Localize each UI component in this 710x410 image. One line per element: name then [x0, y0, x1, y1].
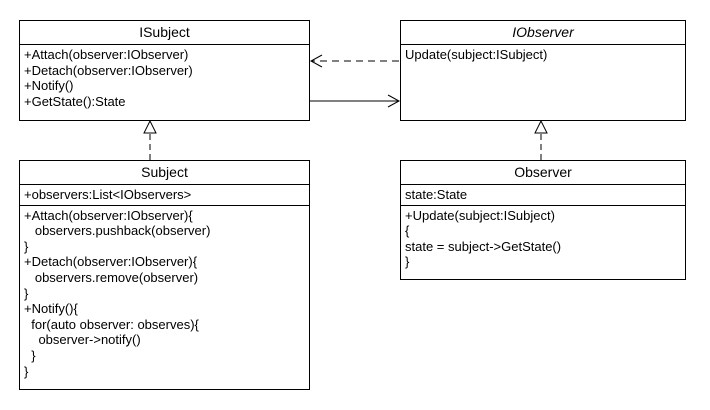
operation: state = subject->GetState() — [405, 238, 562, 254]
operation: +Update(subject:ISubject) — [405, 207, 555, 223]
operation: observer->notify() — [24, 332, 141, 348]
subject-realizes-isubject-arrow — [143, 119, 157, 160]
observer-class-name: Observer — [401, 161, 685, 185]
subject-attributes: +observers:List<IObservers> — [20, 185, 309, 206]
observer-class-box: Observer state:State +Update(subject:ISu… — [400, 160, 686, 280]
operation: } — [24, 347, 36, 363]
iobserver-class-name: IObserver — [401, 21, 685, 45]
subject-class-box: Subject +observers:List<IObservers> +Att… — [19, 160, 310, 390]
operation: +Attach(observer:IObserver) — [24, 47, 189, 62]
isubject-to-iobserver-arrow — [310, 94, 401, 108]
isubject-class-name: ISubject — [20, 21, 309, 45]
operation: observers.remove(observer) — [24, 269, 199, 285]
attribute: state:State — [405, 187, 468, 202]
iobserver-depends-on-isubject-arrow — [309, 54, 399, 68]
operation: +Attach(observer:IObserver){ — [24, 207, 193, 223]
operation: +Notify() — [24, 78, 74, 94]
operation: } — [405, 254, 410, 270]
attribute: +observers:List<IObservers> — [24, 187, 192, 202]
subject-class-name: Subject — [20, 161, 309, 185]
operation: +Detach(observer:IObserver){ — [24, 254, 198, 270]
subject-operations: +Attach(observer:IObserver){ observers.p… — [20, 206, 309, 380]
operation: } — [24, 363, 29, 379]
operation: +Notify(){ — [24, 301, 78, 317]
observer-realizes-iobserver-arrow — [534, 119, 548, 160]
iobserver-operations: Update(subject:ISubject) — [401, 45, 685, 63]
observer-operations: +Update(subject:ISubject) { state = subj… — [401, 206, 685, 270]
operation: observers.pushback(observer) — [24, 223, 211, 239]
operation: } — [24, 285, 29, 301]
observer-attributes: state:State — [401, 185, 685, 206]
isubject-operations: +Attach(observer:IObserver) +Detach(obse… — [20, 45, 309, 109]
iobserver-class-box: IObserver Update(subject:ISubject) — [400, 20, 686, 121]
operation: +Detach(observer:IObserver) — [24, 62, 193, 78]
operation: for(auto observer: observes){ — [24, 316, 199, 332]
isubject-class-box: ISubject +Attach(observer:IObserver) +De… — [19, 20, 310, 121]
operation: { — [405, 223, 410, 239]
operation: +GetState():State — [24, 93, 126, 109]
operation: Update(subject:ISubject) — [405, 47, 548, 62]
operation: } — [24, 238, 29, 254]
